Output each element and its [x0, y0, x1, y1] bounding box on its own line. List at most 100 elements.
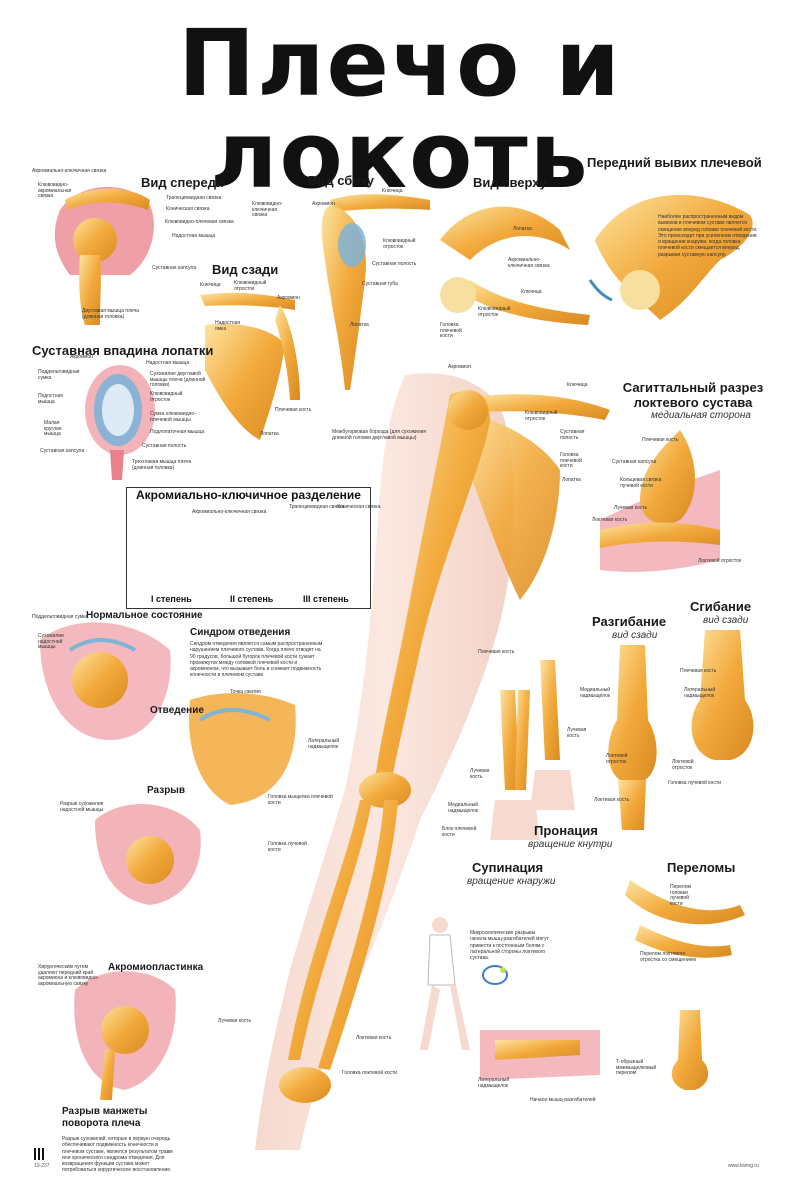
anatomy-label: Лучевая кость — [470, 768, 490, 780]
anatomy-label: Локтевая кость — [594, 797, 630, 803]
anatomy-label: Суставная губа — [362, 281, 398, 287]
anatomy-label: Трапециевидная связка — [166, 195, 222, 201]
anatomy-label: Головка лучевой кости — [668, 780, 721, 786]
extension-title: Разгибание — [592, 614, 667, 629]
anatomy-label: Плечевая кость — [275, 407, 312, 413]
pronation-supination-illustration — [490, 660, 575, 840]
anatomy-label: Поддельтовидная сумка — [32, 614, 89, 620]
anatomy-label: Разрыв сухожилия надостной мышцы — [60, 801, 104, 813]
anatomy-label: Сумка клювовидно-плечевой мышцы — [150, 411, 196, 423]
anatomy-label: Сухожилие двуглавой мышцы плеча (длинной… — [150, 371, 206, 388]
anatomy-label: Лучевая кость — [567, 727, 587, 739]
normal-shoulder-illustration — [40, 622, 171, 740]
anatomy-label: Латеральный надмыщелок — [308, 738, 340, 750]
dislocation-title: Передний вывих плечевой — [587, 155, 762, 170]
anatomy-label: Клювовидно-плечевая связка — [165, 219, 234, 225]
ulna-bone — [318, 800, 398, 1070]
sagittal-subtitle: медиальная сторона — [651, 410, 751, 421]
anatomy-label: Надостная мышца — [146, 360, 190, 366]
anatomy-label: Клювовидный отросток — [525, 410, 558, 422]
humerus-head — [448, 390, 488, 430]
footer-site: www.kivmg.ru — [728, 1163, 759, 1169]
anatomy-label: Ключица — [200, 282, 221, 288]
tear-illustration — [95, 803, 201, 905]
anatomy-label: Лопатка — [260, 431, 279, 437]
anatomy-label: Акромион — [277, 295, 300, 301]
sagittal-title: Сагиттальный разрез локтевого сустава — [622, 380, 764, 410]
anatomy-label: Акромион — [312, 201, 335, 207]
anatomy-label: Плечевая кость — [478, 649, 515, 655]
grade-label: III степень — [303, 594, 349, 604]
anatomy-label: Поддельтовидная сумка — [38, 369, 80, 381]
anatomy-label: Акромиально-ключичная связка — [508, 257, 550, 269]
pronation-title: Пронация — [534, 823, 598, 838]
ac-label: Трапециевидная связка — [289, 504, 345, 510]
anatomy-label: Латеральный надмыщелок — [478, 1077, 510, 1089]
anatomy-label: Хирургическим путем удаляют передний кра… — [38, 964, 99, 987]
anatomy-label: Латеральный надмыщелок — [684, 687, 716, 699]
impingement-title: Синдром отведения — [190, 627, 291, 638]
anatomy-label: Сухожилие надостной мышцы — [38, 633, 64, 650]
impingement-text: Синдром отведения является самым распрос… — [190, 641, 323, 679]
flexion-illustration — [691, 630, 754, 760]
rotator-cuff-title: Разрыв манжеты поворота плеча — [62, 1106, 148, 1129]
anatomy-label: Акромион — [70, 354, 93, 360]
anatomy-label: Начало мышц-разгибателей — [530, 1097, 596, 1103]
humerus-bone — [375, 391, 490, 780]
anatomy-label: Суставная полость — [372, 261, 417, 267]
anatomy-label: Перелом головки лучевой кости — [670, 884, 691, 907]
anatomy-label: Трехглавая мышца плеча (длинная головка) — [132, 459, 192, 471]
extension-illustration — [608, 645, 657, 830]
anatomy-label: Клювовидный отросток — [478, 306, 511, 318]
normal-title: Нормальное состояние — [86, 610, 203, 621]
anatomy-label: Локтевой отросток — [672, 759, 694, 771]
anatomy-label: Клювовидный отросток — [150, 391, 183, 403]
tear-title: Разрыв — [147, 785, 185, 796]
anatomy-label: Плечевая кость — [642, 437, 679, 443]
back-view-illustration — [200, 292, 300, 440]
anatomy-label: Медиальный надмыщелок — [448, 802, 479, 814]
tennis-elbow-illustration — [480, 1030, 600, 1080]
arm-scapula — [460, 410, 560, 600]
anatomy-label: Локтевая кость — [592, 517, 628, 523]
dislocation-illustration — [588, 194, 753, 320]
anatomy-label: Лопатка — [513, 226, 532, 232]
radius-bone — [288, 800, 372, 1060]
abduction-title: Отведение — [150, 705, 204, 716]
anatomy-label: Лучевая кость — [614, 505, 648, 511]
anatomy-label: Головка плечевой кости — [560, 452, 582, 469]
top-view-illustration — [440, 206, 590, 325]
tennis-elbow-text: Микроскопические разрывы начала мышц-раз… — [470, 930, 549, 961]
anatomy-label: Клювовидно-ключичная связка — [252, 201, 283, 218]
ac-label: Коническая связка — [337, 504, 381, 510]
anatomy-label: Акромиально-ключичная связка — [32, 168, 107, 174]
acromioplasty-illustration — [74, 971, 176, 1100]
anatomy-label: Межбугорковая борозда (для сухожилия дли… — [332, 429, 427, 441]
glenoid-illustration — [85, 365, 155, 480]
anatomy-label: Суставная капсула — [40, 448, 85, 454]
anatomy-label: Головка лучевой кости — [268, 841, 307, 853]
fractures-illustration — [625, 880, 745, 1090]
front-view-illustration — [54, 186, 154, 325]
extension-subtitle: вид сзади — [612, 630, 658, 641]
anatomy-label: Коническая связка — [166, 206, 210, 212]
footer-code: 13-237 — [34, 1163, 50, 1169]
flexion-title: Сгибание — [690, 599, 752, 614]
top-view-title: Вид сверху — [473, 175, 547, 190]
grade-label: II степень — [230, 594, 274, 604]
anatomy-label: Суставная полость — [142, 443, 187, 449]
anatomy-label: Головка локтевой кости — [342, 1070, 398, 1076]
anatomy-label: Подлопаточная мышца — [150, 429, 205, 435]
anatomy-label: Локтевой отросток — [606, 753, 628, 765]
anatomy-label: Суставная полость — [560, 429, 585, 441]
anatomy-label: Плечевая кость — [680, 668, 717, 674]
anatomy-label: Кольцевая связка лучевой кости — [620, 477, 662, 489]
poster-title: Плечо и локоть — [178, 10, 622, 209]
anatomy-label: Локтевая кость — [356, 1035, 392, 1041]
glenoid-title: Суставная впадина лопатки — [32, 343, 214, 358]
anatomy-label: Суставная капсула — [152, 265, 197, 271]
anatomy-label: Ключица — [567, 382, 588, 388]
anatomy-label: Надостная ямка — [215, 320, 241, 332]
